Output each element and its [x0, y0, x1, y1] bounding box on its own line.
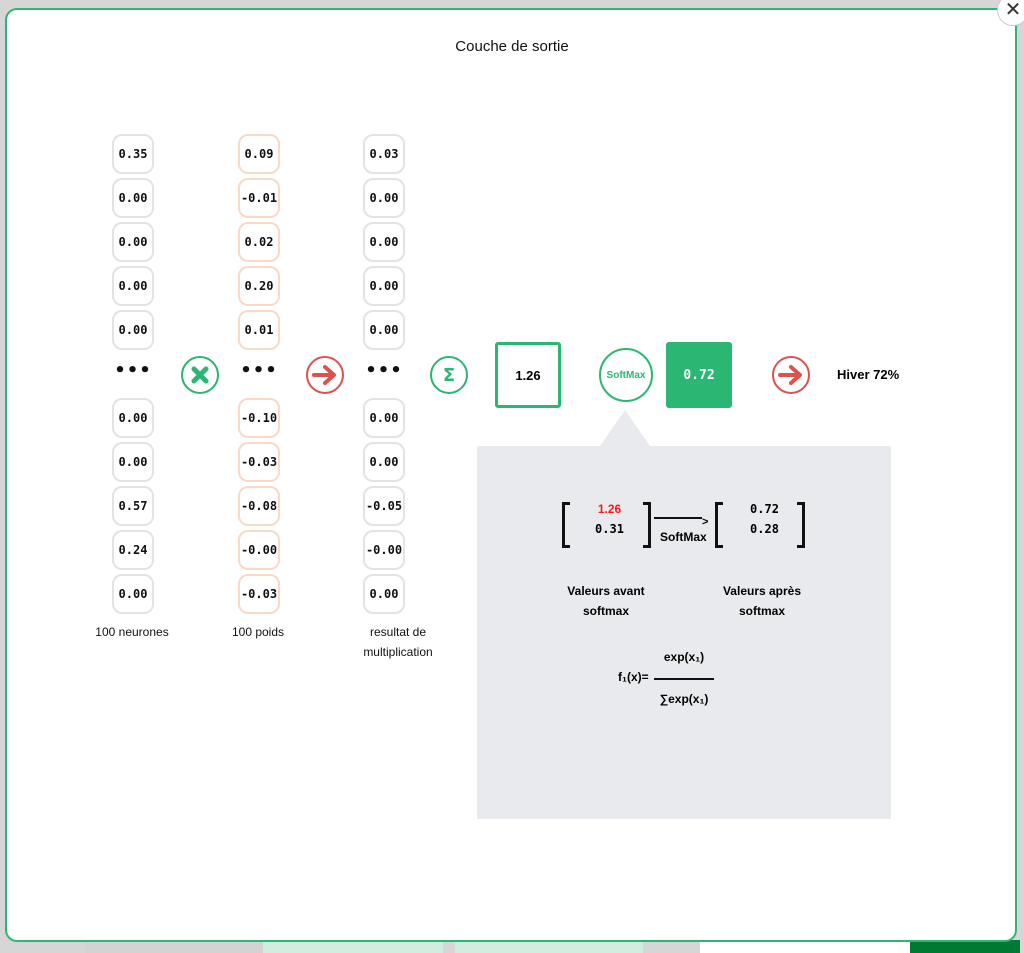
multiply-icon — [181, 356, 219, 394]
before-value-highlight: 1.26 — [597, 502, 622, 516]
neurons-value-cell: 0.00 — [112, 442, 154, 482]
weights-value-cell: 0.09 — [238, 134, 280, 174]
arrow-right-icon — [772, 356, 810, 394]
weights-value-cell: 0.02 — [238, 222, 280, 262]
bracket-left — [562, 502, 570, 548]
products-value-cell: -0.00 — [363, 530, 405, 570]
formula-lhs: f₁(x)= — [618, 670, 649, 684]
products-value-cell: 0.00 — [363, 266, 405, 306]
background-strip — [700, 940, 910, 953]
neurons-value-cell: 0.00 — [112, 574, 154, 614]
weights-value-cell: -0.08 — [238, 486, 280, 526]
neurons-value-cell: 0.35 — [112, 134, 154, 174]
bracket-right — [797, 502, 805, 548]
weights-value-cell: 0.20 — [238, 266, 280, 306]
formula-denominator: ∑exp(x₁) — [659, 692, 709, 706]
softmax-explanation-popup: 1.26 0.31 > SoftMax 0.72 0.28 Valeurs av… — [477, 446, 891, 819]
neurons-value-cell: 0.00 — [112, 266, 154, 306]
products-value-cell: 0.00 — [363, 574, 405, 614]
fraction-bar — [654, 678, 714, 680]
arrow-right-icon — [306, 356, 344, 394]
close-icon: ✕ — [1004, 0, 1022, 21]
products-value-cell: 0.00 — [363, 310, 405, 350]
products-value-cell: 0.00 — [363, 222, 405, 262]
prediction-result: Hiver 72% — [837, 367, 900, 382]
close-button[interactable]: ✕ — [997, 0, 1024, 26]
neurons-value-cell: 0.57 — [112, 486, 154, 526]
neurons-value-cell: 0.24 — [112, 530, 154, 570]
softmax-arrow-label: SoftMax — [660, 530, 707, 544]
softmax-node[interactable]: SoftMax — [599, 348, 653, 402]
neurons-label: 100 neurones — [95, 625, 169, 639]
formula-numerator: exp(x₁) — [663, 650, 705, 664]
weights-value-cell: -0.03 — [238, 574, 280, 614]
modal-title: Couche de sortie — [455, 38, 569, 55]
weights-label: 100 poids — [231, 625, 285, 639]
products-value-cell: 0.00 — [363, 398, 405, 438]
weights-value-cell: -0.03 — [238, 442, 280, 482]
weights-value-cell: 0.01 — [238, 310, 280, 350]
ellipsis-icon: ••• — [365, 360, 403, 381]
ellipsis-icon: ••• — [240, 360, 278, 381]
products-value-cell: 0.03 — [363, 134, 405, 174]
products-value-cell: -0.05 — [363, 486, 405, 526]
weights-value-cell: -0.10 — [238, 398, 280, 438]
neurons-value-cell: 0.00 — [112, 178, 154, 218]
sum-icon: Σ — [430, 356, 468, 394]
softmax-arrow-line — [654, 517, 702, 519]
sum-value-box: 1.26 — [495, 342, 561, 408]
bracket-left — [715, 502, 723, 548]
ellipsis-icon: ••• — [114, 360, 152, 381]
products-value-cell: 0.00 — [363, 442, 405, 482]
background-strip — [263, 940, 443, 953]
arrow-head: > — [702, 516, 709, 528]
neurons-value-cell: 0.00 — [112, 398, 154, 438]
weights-value-cell: -0.01 — [238, 178, 280, 218]
background-strip — [910, 940, 1020, 953]
neurons-value-cell: 0.00 — [112, 222, 154, 262]
after-value: 0.72 — [750, 502, 779, 516]
products-value-cell: 0.00 — [363, 178, 405, 218]
after-value: 0.28 — [750, 522, 779, 536]
neurons-value-cell: 0.00 — [112, 310, 154, 350]
popup-pointer — [600, 410, 650, 446]
weights-value-cell: -0.00 — [238, 530, 280, 570]
background-strip — [455, 940, 643, 953]
softmax-output-box: 0.72 — [666, 342, 732, 408]
bracket-right — [643, 502, 651, 548]
background-strip — [85, 940, 263, 953]
before-value: 0.31 — [595, 522, 624, 536]
